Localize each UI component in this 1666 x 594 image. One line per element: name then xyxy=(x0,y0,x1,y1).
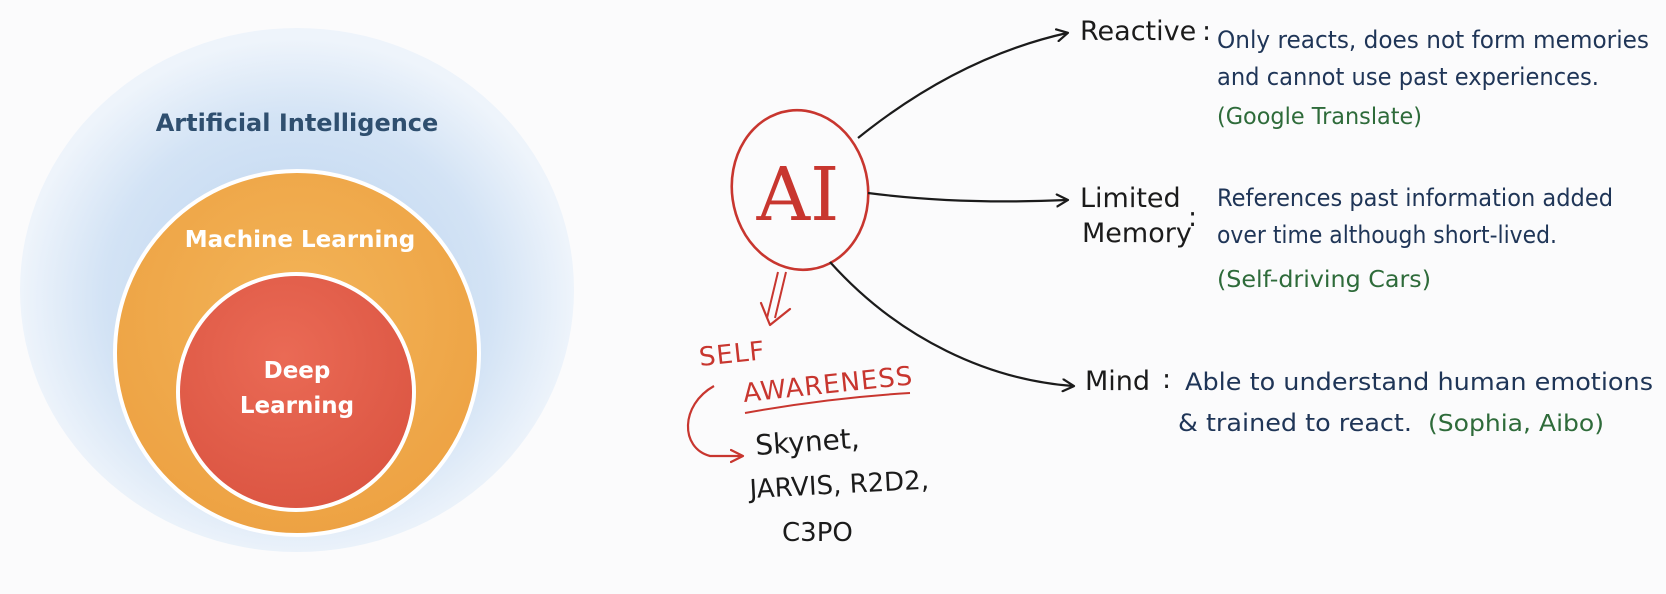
ai-hub-label: AI xyxy=(756,152,840,238)
branch-limited-memory-desc-line1: References past information added xyxy=(1217,184,1613,212)
ai-hub: AI xyxy=(730,108,870,272)
branch-reactive: Reactive : Only reacts, does not form me… xyxy=(1080,16,1649,130)
arrow-to-mind xyxy=(829,261,1073,386)
branch-mind-name: Mind xyxy=(1085,366,1150,397)
self-awareness-label-line2: AWARENESS xyxy=(742,361,915,409)
branch-limited-memory-example: (Self-driving Cars) xyxy=(1217,267,1431,293)
self-awareness-down-arrow xyxy=(766,271,787,319)
branch-limited-memory: Limited Memory : References past informa… xyxy=(1080,183,1613,293)
self-awareness-examples-line2: JARVIS, R2D2, xyxy=(747,466,930,505)
branch-limited-memory-desc-line2: over time although short-lived. xyxy=(1217,221,1557,249)
self-awareness-examples-line1: Skynet, xyxy=(754,422,860,462)
branch-reactive-desc-line2: and cannot use past experiences. xyxy=(1217,63,1599,91)
branch-limited-memory-name-line2: Memory xyxy=(1082,218,1192,249)
ai-hub-circle xyxy=(730,108,870,272)
self-awareness-examples-line3: C3PO xyxy=(782,518,853,548)
ai-outer-label: Artificial Intelligence xyxy=(156,109,439,137)
branch-reactive-name: Reactive xyxy=(1080,16,1196,47)
dl-inner-circle xyxy=(176,272,416,512)
self-awareness-underline xyxy=(744,392,911,414)
branch-mind-desc-line2: & trained to react. xyxy=(1178,409,1412,437)
self-awareness-down-arrow-head xyxy=(759,301,792,327)
dl-inner-label-line2: Learning xyxy=(240,393,354,419)
branch-reactive-example: (Google Translate) xyxy=(1217,104,1422,130)
self-awareness-curve-arrow xyxy=(686,385,742,456)
branch-mind-colon: : xyxy=(1162,364,1171,395)
branch-mind-example: (Sophia, Aibo) xyxy=(1428,411,1604,437)
ai-nested-circles: Artificial Intelligence Machine Learning… xyxy=(20,28,574,552)
ml-middle-label: Machine Learning xyxy=(185,227,416,253)
branch-reactive-colon: : xyxy=(1202,16,1211,47)
branch-limited-memory-name-line1: Limited xyxy=(1080,183,1181,214)
branch-mind-desc-line1: Able to understand human emotions xyxy=(1185,368,1653,396)
branch-mind: Mind : Able to understand human emotions… xyxy=(1085,364,1653,437)
arrow-to-reactive xyxy=(857,33,1067,139)
branch-arrows xyxy=(829,33,1073,386)
self-awareness-label-line1: SELF xyxy=(698,336,767,373)
dl-inner-label-line1: Deep xyxy=(264,358,331,384)
branch-reactive-desc-line1: Only reacts, does not form memories xyxy=(1217,26,1649,54)
self-awareness: SELF AWARENESS Skynet, JARVIS, R2D2, C3P… xyxy=(686,271,930,548)
arrow-to-limited-memory xyxy=(867,191,1067,201)
branch-limited-memory-colon: : xyxy=(1188,202,1197,233)
